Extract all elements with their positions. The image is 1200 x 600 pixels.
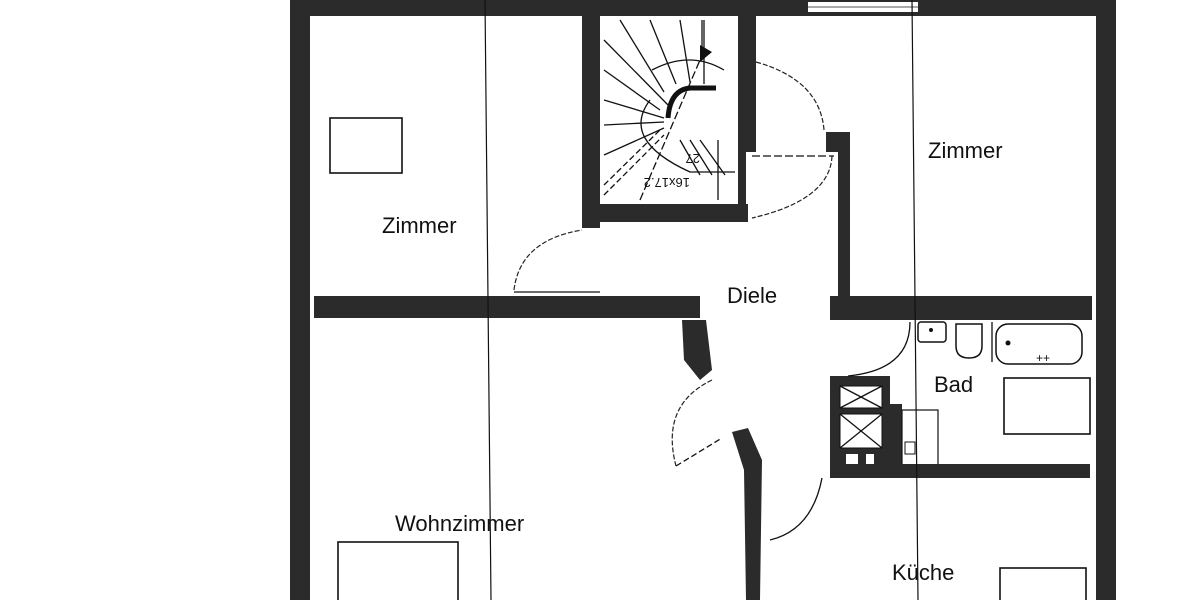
stair-steps-label: 27 bbox=[686, 151, 700, 166]
svg-text:++: ++ bbox=[1036, 351, 1050, 365]
marker-kueche bbox=[999, 567, 1087, 600]
stair-dimension-label: 16x17.2 bbox=[644, 175, 690, 190]
room-label-wohnzimmer: Wohnzimmer bbox=[395, 511, 524, 536]
interior-walls bbox=[314, 12, 1092, 600]
room-label-kueche: Küche bbox=[892, 560, 954, 585]
room-label-zimmer-right: Zimmer bbox=[928, 138, 1003, 163]
bathroom-fixtures: ++ bbox=[917, 321, 1083, 365]
room-label-diele: Diele bbox=[727, 283, 777, 308]
sink bbox=[917, 321, 947, 343]
room-markers bbox=[329, 117, 1091, 600]
toilet bbox=[955, 323, 983, 359]
marker-wohnzimmer bbox=[337, 541, 459, 600]
marker-zimmer-left bbox=[329, 117, 403, 174]
room-labels: Zimmer Zimmer Diele Bad Wohnzimmer Küche bbox=[382, 138, 1003, 585]
room-label-bad: Bad bbox=[934, 372, 973, 397]
outer-walls bbox=[290, 0, 1116, 600]
marker-bad bbox=[1003, 377, 1091, 435]
room-label-zimmer-left: Zimmer bbox=[382, 213, 457, 238]
bathtub bbox=[995, 323, 1083, 365]
door-swings bbox=[513, 61, 911, 541]
staircase: 27 16x17.2 bbox=[603, 19, 735, 201]
guide-lines bbox=[484, 0, 919, 600]
